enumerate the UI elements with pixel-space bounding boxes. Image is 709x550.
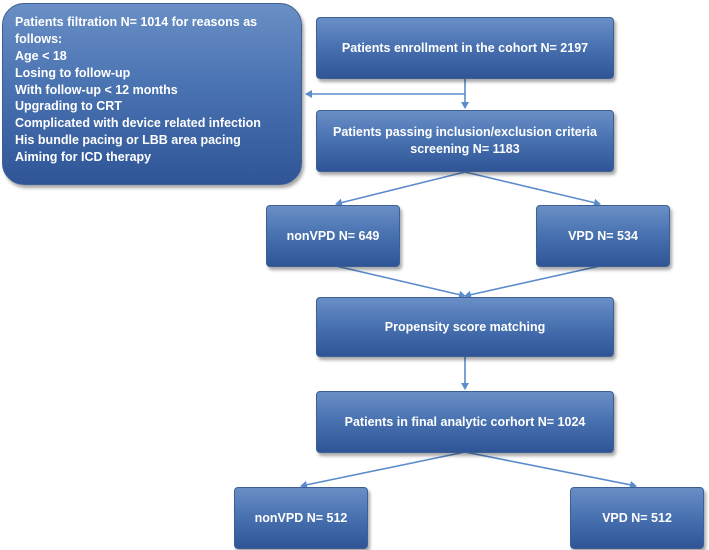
filtration-line: Aiming for ICD therapy xyxy=(15,150,152,164)
final-cohort-label: Patients in final analytic corhort N= 10… xyxy=(344,414,586,429)
filtration-line: Losing to follow-up xyxy=(15,65,131,80)
screening-line: Patients passing inclusion/exclusion cri… xyxy=(333,125,597,140)
enrollment-label: Patients enrollment in the cohort N= 219… xyxy=(341,40,589,55)
matching-label: Propensity score matching xyxy=(384,319,546,334)
arrow-final-to-vpd-512 xyxy=(464,451,637,489)
nonvpd-512-box: nonVPD N= 512 xyxy=(234,487,368,549)
arrow-final-to-nonvpd-512 xyxy=(300,451,466,489)
arrow-vpd-534-to-matching xyxy=(464,265,601,299)
filtration-line: follows: xyxy=(15,31,63,46)
filtration-line: Upgrading to CRT xyxy=(15,99,122,114)
screening-box: Patients passing inclusion/exclusion cri… xyxy=(316,110,614,172)
vpd-512-box: VPD N= 512 xyxy=(570,487,704,549)
nonvpd-512-label: nonVPD N= 512 xyxy=(254,510,348,525)
filtration-line: Patients filtration N= 1014 for reasons … xyxy=(15,15,258,29)
final-cohort-box: Patients in final analytic corhort N= 10… xyxy=(316,391,614,453)
filtration-line: Complicated with device related infectio… xyxy=(15,116,261,131)
nonvpd-649-label: nonVPD N= 649 xyxy=(286,228,380,243)
vpd-534-label: VPD N= 534 xyxy=(568,228,638,243)
nonvpd-649-box: nonVPD N= 649 xyxy=(266,205,400,267)
enrollment-box: Patients enrollment in the cohort N= 219… xyxy=(316,17,614,79)
vpd-534-box: VPD N= 534 xyxy=(536,205,670,267)
arrow-screening-to-vpd-534 xyxy=(464,171,601,207)
filtration-line: His bundle pacing or LBB area pacing xyxy=(15,133,241,148)
screening-line: screening N= 1183 xyxy=(410,142,520,156)
vpd-512-label: VPD N= 512 xyxy=(602,510,672,525)
matching-box: Propensity score matching xyxy=(316,297,614,357)
filtration-line: With follow-up < 12 months xyxy=(15,82,178,97)
arrow-screening-to-nonvpd-649 xyxy=(335,171,466,207)
filtration-line: Age < 18 xyxy=(15,48,67,63)
filtration-box: Patients filtration N= 1014 for reasons … xyxy=(2,3,302,185)
arrow-nonvpd-649-to-matching xyxy=(335,265,466,299)
